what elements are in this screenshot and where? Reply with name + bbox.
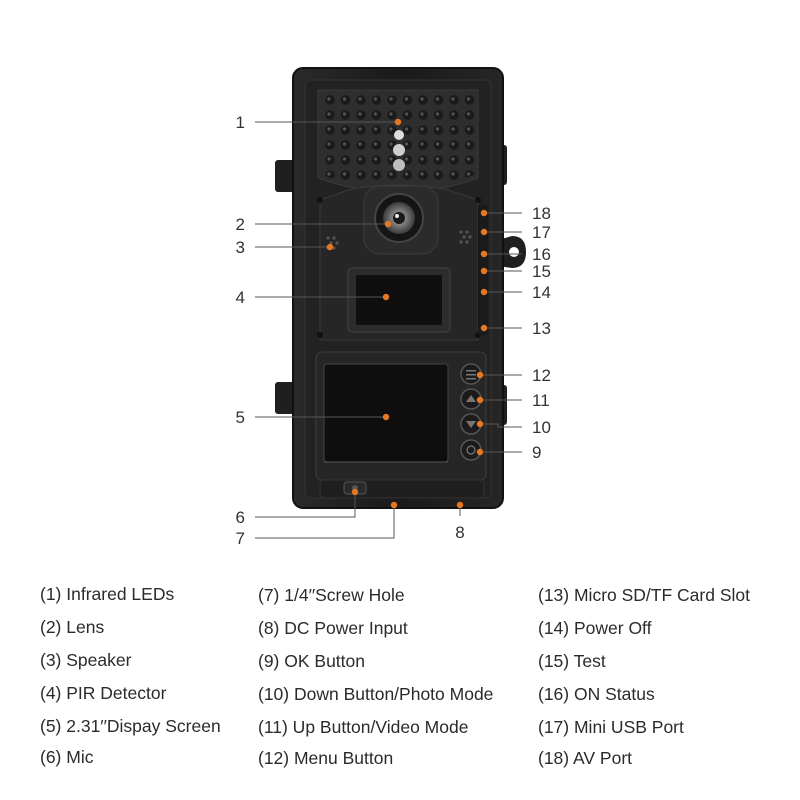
callout-dot-4 bbox=[382, 293, 390, 301]
callout-dot-17 bbox=[480, 228, 488, 236]
callout-dot-14 bbox=[480, 288, 488, 296]
callout-dot-15 bbox=[480, 267, 488, 275]
status-light bbox=[394, 130, 404, 140]
callout-dot-3 bbox=[326, 243, 334, 251]
callout-dot-2 bbox=[384, 220, 392, 228]
callout-number-13: 13 bbox=[532, 319, 551, 338]
callout-dot-8 bbox=[456, 501, 464, 509]
speaker-right bbox=[459, 230, 472, 244]
callout-dot-11 bbox=[476, 396, 484, 404]
callout-dot-9 bbox=[476, 448, 484, 456]
callout-number-11: 11 bbox=[532, 391, 550, 410]
callout-number-7: 7 bbox=[236, 529, 245, 548]
callout-dot-5 bbox=[382, 413, 390, 421]
callout-number-15: 15 bbox=[532, 262, 551, 281]
callout-line-7 bbox=[255, 505, 395, 539]
callout-number-3: 3 bbox=[236, 238, 245, 257]
callout-number-10: 10 bbox=[532, 418, 551, 437]
callout-dot-7 bbox=[390, 501, 398, 509]
callout-dot-16 bbox=[480, 250, 488, 258]
callout-number-6: 6 bbox=[236, 508, 245, 527]
callout-number-16: 16 bbox=[532, 245, 551, 264]
callout-number-2: 2 bbox=[236, 215, 245, 234]
callout-number-8: 8 bbox=[455, 523, 464, 542]
callout-number-5: 5 bbox=[236, 408, 245, 427]
left-strap-bracket-top bbox=[275, 160, 297, 192]
callout-dot-1 bbox=[394, 118, 402, 126]
callout-dot-13 bbox=[480, 324, 488, 332]
callout-dot-12 bbox=[476, 371, 484, 379]
callout-dot-6 bbox=[351, 488, 359, 496]
up-button[interactable] bbox=[460, 388, 482, 410]
callout-number-17: 17 bbox=[532, 223, 551, 242]
callout-number-14: 14 bbox=[532, 283, 551, 302]
callout-line-6 bbox=[255, 492, 356, 518]
left-strap-bracket-bottom bbox=[275, 382, 297, 414]
pir-detector bbox=[356, 275, 442, 325]
callout-number-12: 12 bbox=[532, 366, 551, 385]
callout-number-4: 4 bbox=[236, 288, 245, 307]
display-screen bbox=[323, 363, 449, 463]
callout-line-10 bbox=[480, 423, 522, 428]
callout-dot-10 bbox=[476, 420, 484, 428]
trail-camera bbox=[275, 67, 526, 509]
callout-number-9: 9 bbox=[532, 443, 541, 462]
callout-number-18: 18 bbox=[532, 204, 551, 223]
callout-dot-18 bbox=[480, 209, 488, 217]
callout-number-1: 1 bbox=[236, 113, 245, 132]
